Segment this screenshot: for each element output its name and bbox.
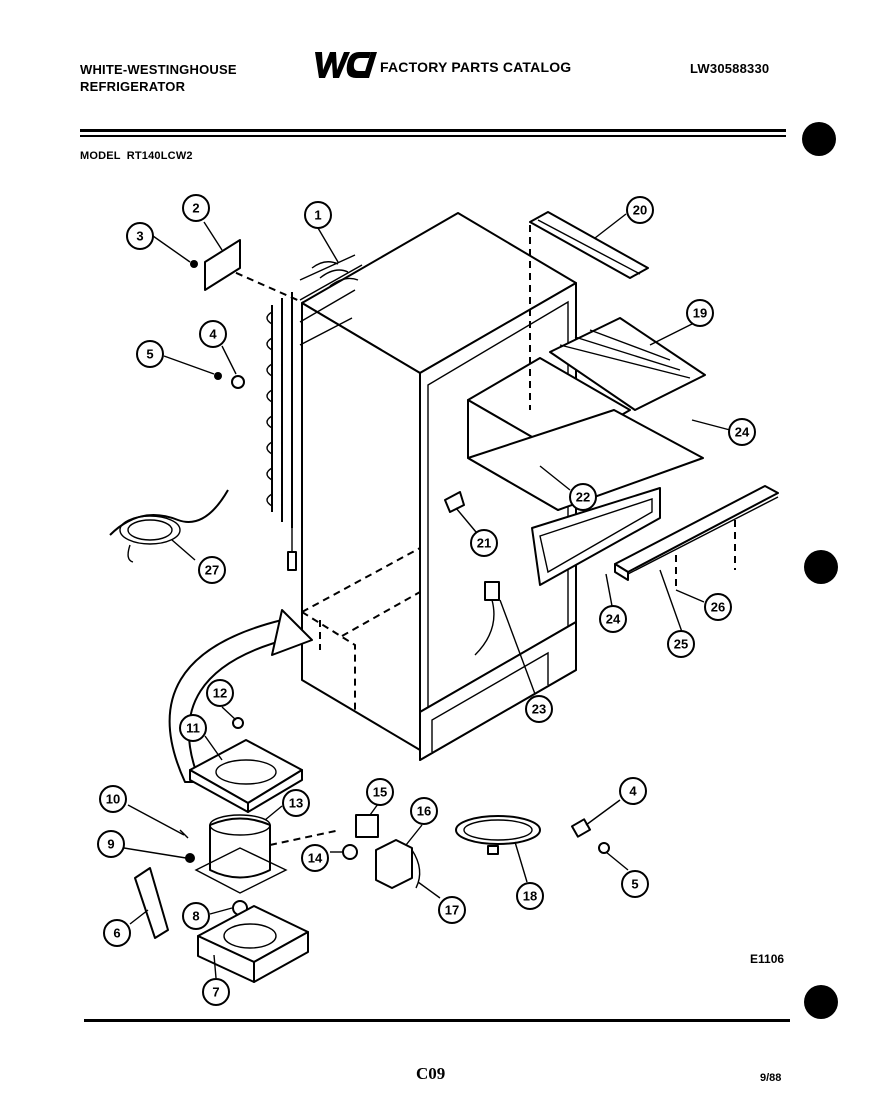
svg-text:9: 9 bbox=[107, 837, 114, 852]
svg-text:5: 5 bbox=[631, 877, 638, 892]
svg-text:4: 4 bbox=[629, 784, 637, 799]
right-small-parts bbox=[570, 818, 610, 854]
callout-6: 6 bbox=[103, 919, 131, 947]
svg-text:7: 7 bbox=[212, 985, 219, 1000]
binder-hole bbox=[802, 122, 836, 156]
compressor bbox=[179, 814, 341, 916]
svg-text:12: 12 bbox=[213, 686, 227, 701]
svg-text:15: 15 bbox=[373, 785, 387, 800]
callout-15: 15 bbox=[366, 778, 394, 806]
svg-text:24: 24 bbox=[606, 612, 621, 627]
callout-22: 22 bbox=[569, 483, 597, 511]
freezer-compartment bbox=[467, 317, 706, 586]
model-number: RT140LCW2 bbox=[126, 150, 193, 162]
callout-5: 5 bbox=[136, 340, 164, 368]
svg-text:2: 2 bbox=[192, 201, 199, 216]
left-small-parts bbox=[190, 239, 245, 389]
callout-27: 27 bbox=[198, 556, 226, 584]
callout-3: 3 bbox=[126, 222, 154, 250]
svg-text:8: 8 bbox=[192, 909, 199, 924]
callout-14: 14 bbox=[301, 844, 329, 872]
svg-text:19: 19 bbox=[693, 306, 707, 321]
svg-text:23: 23 bbox=[532, 702, 546, 717]
leader-lines bbox=[123, 213, 731, 979]
wiring-harness bbox=[109, 489, 229, 563]
condenser-coil bbox=[224, 254, 363, 571]
callout-9: 9 bbox=[97, 830, 125, 858]
catalog-number: LW30588330 bbox=[690, 61, 770, 76]
callout-24: 24 bbox=[728, 418, 756, 446]
svg-text:24: 24 bbox=[735, 425, 750, 440]
page-date: 9/88 bbox=[760, 1072, 782, 1084]
svg-text:25: 25 bbox=[674, 637, 688, 652]
callout-16: 16 bbox=[410, 797, 438, 825]
compressor-base bbox=[197, 905, 309, 983]
callout-4: 4 bbox=[199, 320, 227, 348]
callout-4-right: 4 bbox=[619, 777, 647, 805]
callout-20: 20 bbox=[626, 196, 654, 224]
drain-pan bbox=[189, 717, 303, 813]
callout-26: 26 bbox=[704, 593, 732, 621]
header-rule bbox=[80, 129, 786, 132]
wci-logo bbox=[315, 52, 377, 78]
callout-10: 10 bbox=[99, 785, 127, 813]
callout-11: 11 bbox=[179, 714, 207, 742]
light-socket bbox=[474, 581, 500, 656]
svg-text:21: 21 bbox=[477, 536, 491, 551]
page-number: C09 bbox=[416, 1064, 446, 1083]
svg-text:22: 22 bbox=[576, 490, 590, 505]
callout-8: 8 bbox=[182, 902, 210, 930]
svg-text:27: 27 bbox=[205, 563, 219, 578]
svg-text:13: 13 bbox=[289, 796, 303, 811]
callout-2: 2 bbox=[182, 194, 210, 222]
svg-text:11: 11 bbox=[186, 721, 200, 736]
bracket bbox=[134, 867, 169, 939]
brand-name: WHITE-WESTINGHOUSE bbox=[80, 62, 237, 77]
catalog-title: FACTORY PARTS CATALOG bbox=[380, 59, 572, 75]
svg-text:5: 5 bbox=[146, 347, 153, 362]
callout-24-lower: 24 bbox=[599, 605, 627, 633]
svg-text:1: 1 bbox=[314, 208, 321, 223]
callout-1: 1 bbox=[304, 201, 332, 229]
callout-18: 18 bbox=[516, 882, 544, 910]
callout-13: 13 bbox=[282, 789, 310, 817]
svg-text:3: 3 bbox=[136, 229, 143, 244]
header-rule-thin bbox=[80, 135, 786, 137]
svg-text:18: 18 bbox=[523, 889, 537, 904]
callout-25: 25 bbox=[667, 630, 695, 658]
relay bbox=[342, 814, 421, 889]
binder-hole bbox=[804, 985, 838, 1019]
thermostat bbox=[444, 491, 465, 513]
shelf-trim bbox=[614, 485, 779, 590]
callout-7: 7 bbox=[202, 978, 230, 1006]
svg-text:14: 14 bbox=[308, 851, 323, 866]
svg-text:6: 6 bbox=[113, 926, 120, 941]
model-label: MODEL bbox=[80, 150, 121, 162]
callout-5-right: 5 bbox=[621, 870, 649, 898]
binder-hole bbox=[804, 550, 838, 584]
callout-12: 12 bbox=[206, 679, 234, 707]
callout-19: 19 bbox=[686, 299, 714, 327]
svg-text:16: 16 bbox=[417, 804, 431, 819]
footer-rule bbox=[84, 1019, 790, 1022]
callout-17: 17 bbox=[438, 896, 466, 924]
power-cord bbox=[455, 815, 541, 855]
callout-21: 21 bbox=[470, 529, 498, 557]
svg-text:20: 20 bbox=[633, 203, 647, 218]
svg-text:26: 26 bbox=[711, 600, 725, 615]
svg-text:4: 4 bbox=[209, 327, 217, 342]
model-line: MODEL RT140LCW2 bbox=[80, 150, 199, 162]
top-trim bbox=[529, 211, 649, 410]
product-type: REFRIGERATOR bbox=[80, 79, 186, 94]
svg-text:17: 17 bbox=[445, 903, 459, 918]
diagram-code: E1106 bbox=[750, 952, 785, 966]
callout-23: 23 bbox=[525, 695, 553, 723]
svg-text:10: 10 bbox=[106, 792, 120, 807]
